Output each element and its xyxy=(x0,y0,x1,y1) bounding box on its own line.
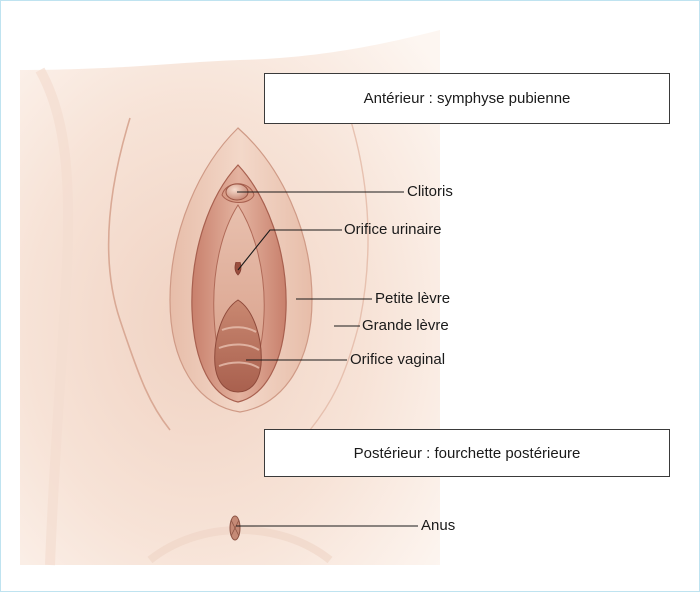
posterior-label: Postérieur : fourchette postérieure xyxy=(353,444,581,462)
anterior-box: Antérieur : symphyse pubienne xyxy=(264,73,670,124)
label-anus: Anus xyxy=(421,517,456,534)
label-urinary-orifice: Orifice urinaire xyxy=(344,221,442,238)
leader-lines xyxy=(236,191,418,527)
label-labia-minora: Petite lèvre xyxy=(375,290,451,307)
label-clitoris: Clitoris xyxy=(407,183,453,200)
vaginal-orifice-shape xyxy=(214,299,262,393)
anterior-label: Antérieur : symphyse pubienne xyxy=(363,90,571,107)
leader-urinary-orifice xyxy=(237,229,342,271)
label-labia-majora: Grande lèvre xyxy=(362,317,449,334)
label-vaginal-orifice: Orifice vaginal xyxy=(350,351,446,368)
posterior-box: Postérieur : fourchette postérieure xyxy=(264,429,670,477)
